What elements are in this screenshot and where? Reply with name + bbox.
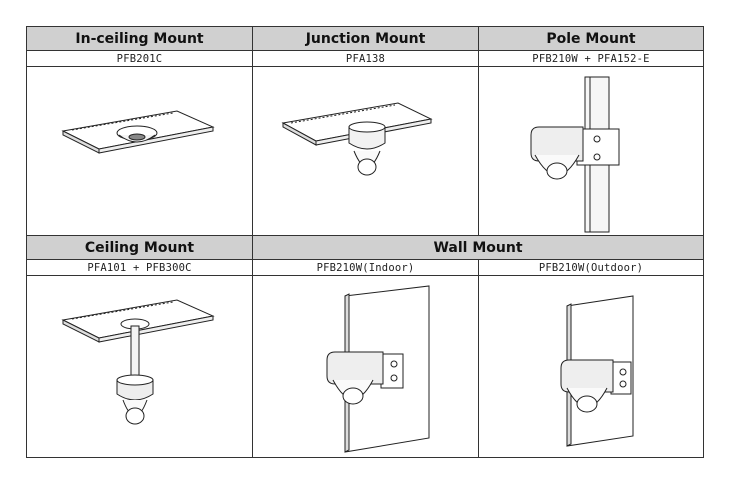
model-pole-mount: PFB210W + PFA152-E [478,50,704,67]
junction-mount-illustration [252,66,479,236]
model-junction-mount: PFA138 [252,50,479,67]
header-in-ceiling-mount: In-ceiling Mount [26,26,253,51]
model-wall-mount-indoor: PFB210W(Indoor) [252,259,479,276]
model-wall-mount-outdoor: PFB210W(Outdoor) [478,259,704,276]
wall-mount-outdoor-illustration [478,275,704,458]
model-ceiling-mount: PFA101 + PFB300C [26,259,253,276]
header-wall-mount: Wall Mount [252,235,704,260]
header-ceiling-mount: Ceiling Mount [26,235,253,260]
in-ceiling-mount-illustration [26,66,253,236]
header-pole-mount: Pole Mount [478,26,704,51]
pole-mount-illustration [478,66,704,236]
mount-table: In-ceiling Mount Junction Mount Pole Mou… [26,26,704,458]
header-junction-mount: Junction Mount [252,26,479,51]
model-in-ceiling-mount: PFB201C [26,50,253,67]
ceiling-mount-illustration [26,275,253,458]
wall-mount-indoor-illustration [252,275,479,458]
